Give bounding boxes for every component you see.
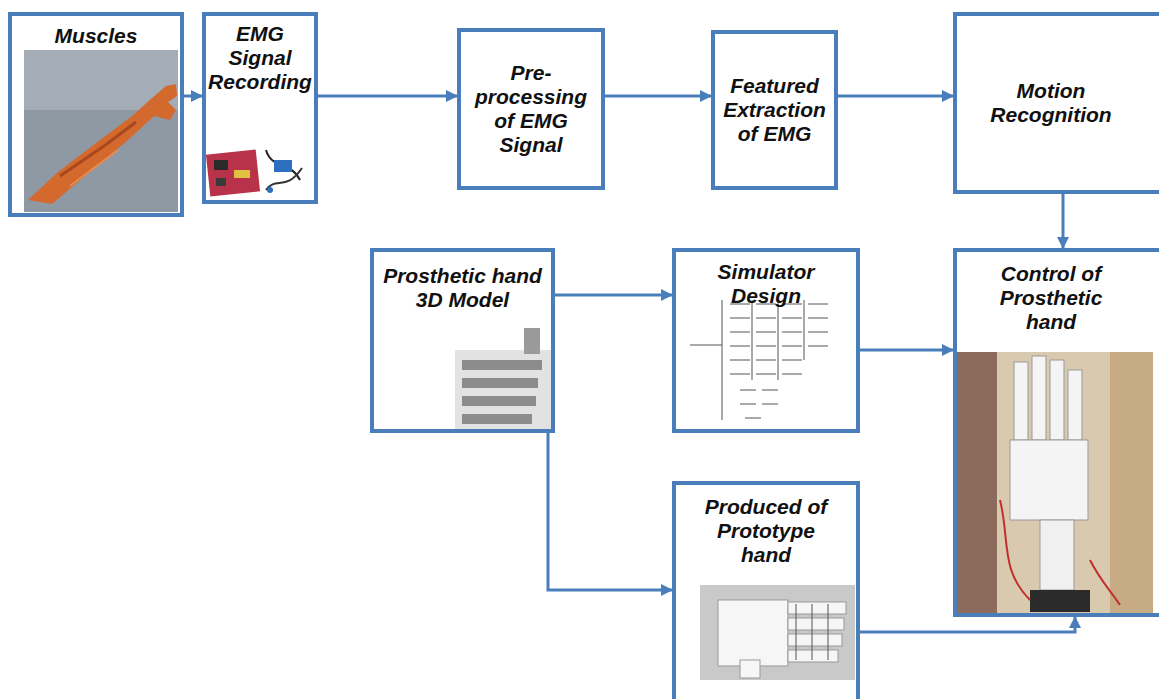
flow-arrow	[548, 433, 672, 590]
flow-arrow	[860, 617, 1075, 632]
process-box: EMG Signal Recording	[202, 12, 318, 204]
process-box: Produced of Prototype hand	[672, 481, 860, 699]
process-box: Pre-processing of EMG Signal	[457, 28, 605, 190]
box-label: Featured Extraction of EMG	[716, 74, 833, 146]
prototype-hand-photo	[700, 585, 855, 680]
box-label: Simulator Design	[706, 260, 826, 308]
hand-model-picture	[455, 328, 551, 430]
flow-arrow	[318, 95, 457, 98]
box-label: EMG Signal Recording	[206, 22, 314, 94]
flow-arrow	[555, 294, 672, 297]
process-box: Simulator Design	[672, 248, 860, 433]
box-label: Prosthetic hand 3D Model	[378, 264, 548, 312]
flow-arrow	[184, 95, 202, 98]
emg-hardware-picture	[206, 150, 302, 197]
flow-arrow	[1062, 194, 1065, 248]
process-box: Muscles	[8, 12, 184, 217]
prosthetic-hand-photo	[957, 352, 1153, 614]
process-box: Prosthetic hand 3D Model	[370, 248, 555, 433]
box-label: Produced of Prototype hand	[700, 495, 832, 567]
box-label: Muscles	[16, 24, 176, 48]
flow-arrow	[605, 95, 711, 98]
process-box: Control of Prosthetic hand	[953, 248, 1159, 617]
flow-arrow	[860, 349, 953, 352]
box-label: Pre-processing of EMG Signal	[464, 61, 598, 157]
process-box: Featured Extraction of EMG	[711, 30, 838, 190]
process-box: Motion Recognition	[953, 12, 1159, 194]
box-label: Control of Prosthetic hand	[986, 262, 1116, 334]
arm-picture	[24, 50, 178, 212]
simulator-schematic	[690, 300, 828, 420]
box-label: Motion Recognition	[976, 79, 1126, 127]
flow-arrow	[838, 95, 953, 98]
